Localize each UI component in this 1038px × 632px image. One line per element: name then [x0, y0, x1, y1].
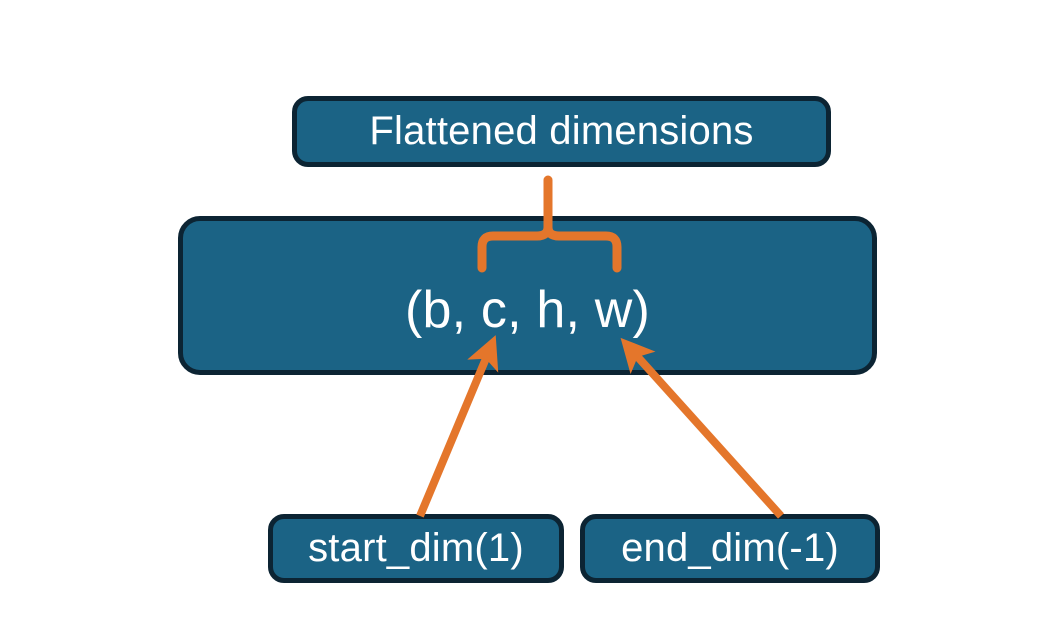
- flattened-dimensions-label: Flattened dimensions: [369, 109, 754, 153]
- start-dim-box: start_dim(1): [268, 514, 564, 583]
- start-dim-label: start_dim(1): [308, 526, 524, 570]
- tensor-shape-box: (b, c, h, w): [178, 216, 877, 375]
- flattened-dimensions-box: Flattened dimensions: [292, 96, 831, 167]
- tensor-shape-label: (b, c, h, w): [404, 280, 651, 339]
- end-dim-label: end_dim(-1): [621, 526, 839, 570]
- end-dim-box: end_dim(-1): [580, 514, 880, 583]
